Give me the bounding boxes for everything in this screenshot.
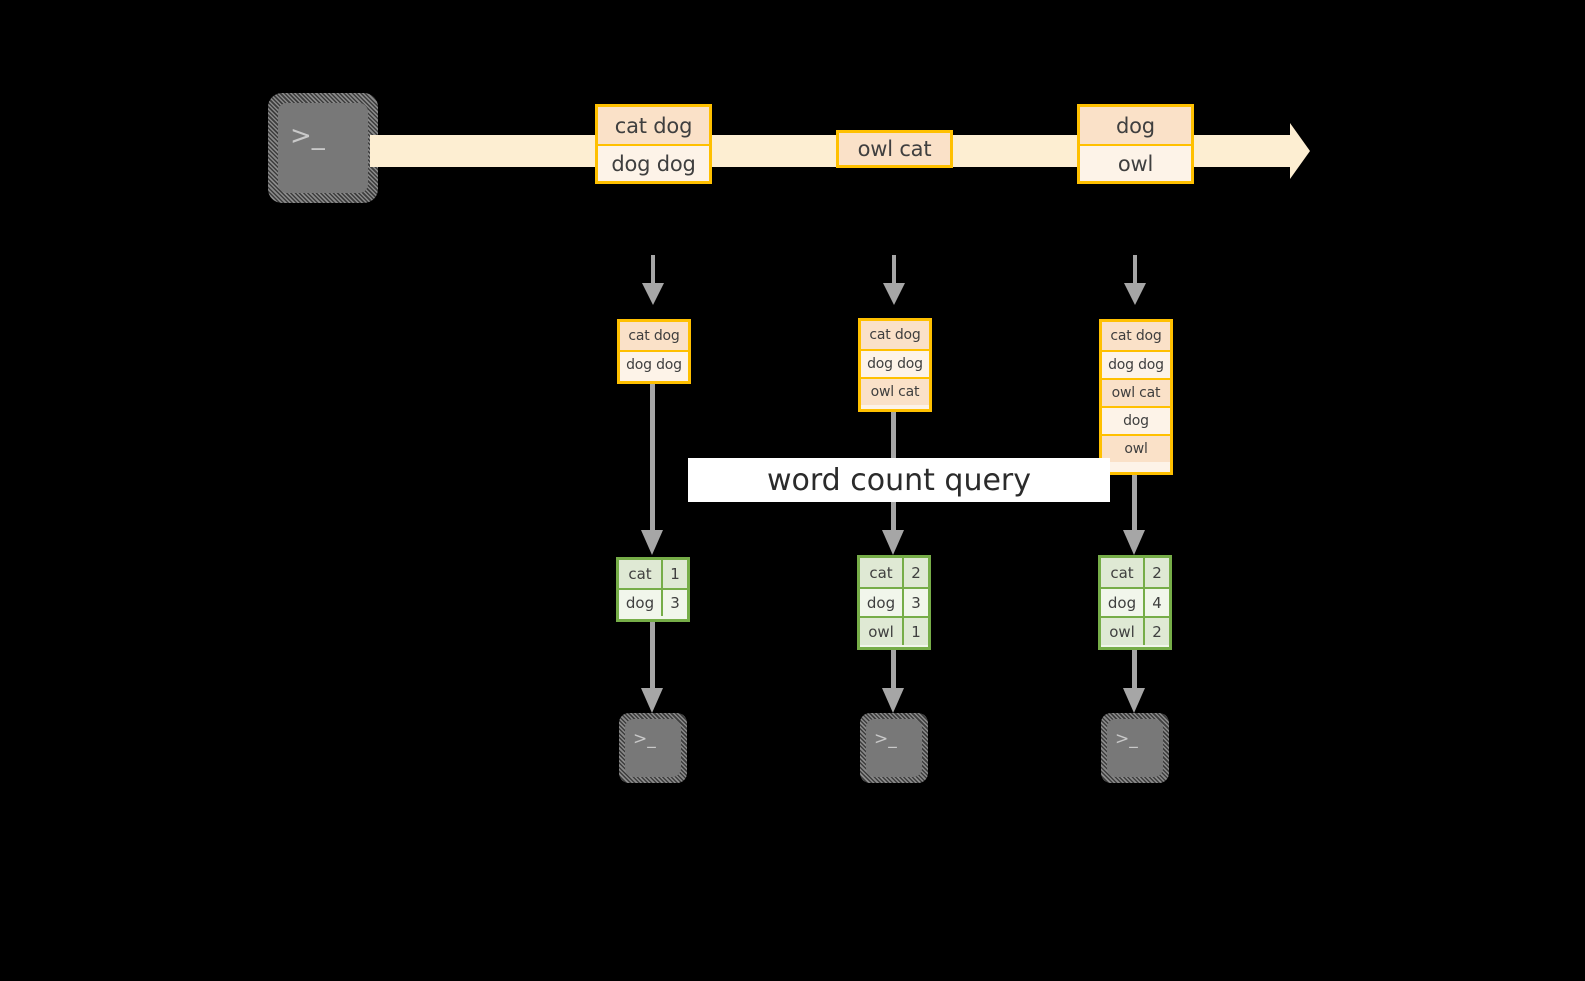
result-row: cat 1 xyxy=(619,560,687,588)
snapshot-line: dog dog xyxy=(861,349,929,377)
sink-connector-line xyxy=(1132,650,1137,688)
stream-event-box[interactable]: owl cat xyxy=(836,130,953,168)
result-word: owl xyxy=(1101,618,1145,645)
query-connector-line xyxy=(1132,475,1137,530)
result-count: 2 xyxy=(1145,558,1169,587)
stream-event-line: owl cat xyxy=(839,133,950,165)
result-row: dog 3 xyxy=(619,588,687,616)
result-word: cat xyxy=(619,560,663,588)
stream-event-box[interactable]: cat dog dog dog xyxy=(595,104,712,184)
query-connector-line xyxy=(650,384,655,530)
result-word: owl xyxy=(860,618,904,645)
terminal-screen xyxy=(1107,719,1163,777)
snapshot-line: cat dog xyxy=(861,321,929,349)
result-table[interactable]: cat 1 dog 3 xyxy=(616,557,690,622)
result-row: cat 2 xyxy=(860,558,928,587)
result-word: dog xyxy=(619,590,663,616)
stream-event-line: owl xyxy=(1080,144,1191,181)
result-count: 3 xyxy=(904,589,928,616)
sink-connector-arrowhead xyxy=(1123,688,1145,713)
result-count: 4 xyxy=(1145,589,1169,616)
dashed-connector-arrowhead xyxy=(1124,283,1146,305)
sink-connector-line xyxy=(891,650,896,688)
result-count: 1 xyxy=(663,560,687,588)
stream-event-line: dog dog xyxy=(598,144,709,181)
sink-terminal-icon[interactable]: >_ xyxy=(619,713,687,783)
result-word: dog xyxy=(1101,589,1145,616)
sink-terminal-icon[interactable]: >_ xyxy=(1101,713,1169,783)
result-row: cat 2 xyxy=(1101,558,1169,587)
terminal-screen xyxy=(866,719,922,777)
snapshot-line: cat dog xyxy=(620,322,688,350)
snapshot-box[interactable]: cat dog dog dog owl cat dog owl xyxy=(1099,319,1173,475)
terminal-prompt-glyph: >_ xyxy=(290,121,325,151)
sink-connector-arrowhead xyxy=(882,688,904,713)
result-table[interactable]: cat 2 dog 3 owl 1 xyxy=(857,555,931,650)
dashed-connector-arrowhead xyxy=(642,283,664,305)
stream-event-line: cat dog xyxy=(598,107,709,144)
terminal-prompt-glyph: >_ xyxy=(874,729,897,749)
dashed-connector-segment xyxy=(892,255,896,283)
snapshot-line: cat dog xyxy=(1102,322,1170,350)
snapshot-box[interactable]: cat dog dog dog owl cat xyxy=(858,318,932,412)
result-row: dog 4 xyxy=(1101,587,1169,616)
result-count: 3 xyxy=(663,590,687,616)
snapshot-line: owl cat xyxy=(1102,378,1170,406)
stream-band-arrowhead xyxy=(1290,123,1310,179)
terminal-screen xyxy=(278,103,368,193)
result-count: 1 xyxy=(904,618,928,645)
terminal-prompt-glyph: >_ xyxy=(633,729,656,749)
result-row: dog 3 xyxy=(860,587,928,616)
snapshot-line: dog dog xyxy=(620,350,688,378)
result-table[interactable]: cat 2 dog 4 owl 2 xyxy=(1098,555,1172,650)
snapshot-line: owl cat xyxy=(861,377,929,405)
query-connector-arrowhead xyxy=(641,530,663,555)
query-connector-arrowhead xyxy=(1123,530,1145,555)
result-word: cat xyxy=(1101,558,1145,587)
stream-event-box[interactable]: dog owl xyxy=(1077,104,1194,184)
query-label: word count query xyxy=(688,458,1110,502)
result-count: 2 xyxy=(904,558,928,587)
snapshot-line: owl xyxy=(1102,434,1170,462)
query-connector-arrowhead xyxy=(882,530,904,555)
terminal-prompt-glyph: >_ xyxy=(1115,729,1138,749)
stream-event-line: dog xyxy=(1080,107,1191,144)
dashed-connector-segment xyxy=(651,255,655,283)
dashed-connector-arrowhead xyxy=(883,283,905,305)
source-terminal-icon[interactable]: >_ xyxy=(268,93,378,203)
result-row: owl 2 xyxy=(1101,616,1169,645)
terminal-screen xyxy=(625,719,681,777)
result-word: cat xyxy=(860,558,904,587)
snapshot-line: dog dog xyxy=(1102,350,1170,378)
dashed-connector-segment xyxy=(1133,255,1137,283)
result-word: dog xyxy=(860,589,904,616)
snapshot-line: dog xyxy=(1102,406,1170,434)
result-row: owl 1 xyxy=(860,616,928,645)
snapshot-box[interactable]: cat dog dog dog xyxy=(617,319,691,384)
sink-connector-arrowhead xyxy=(641,688,663,713)
sink-terminal-icon[interactable]: >_ xyxy=(860,713,928,783)
result-count: 2 xyxy=(1145,618,1169,645)
sink-connector-line xyxy=(650,622,655,688)
